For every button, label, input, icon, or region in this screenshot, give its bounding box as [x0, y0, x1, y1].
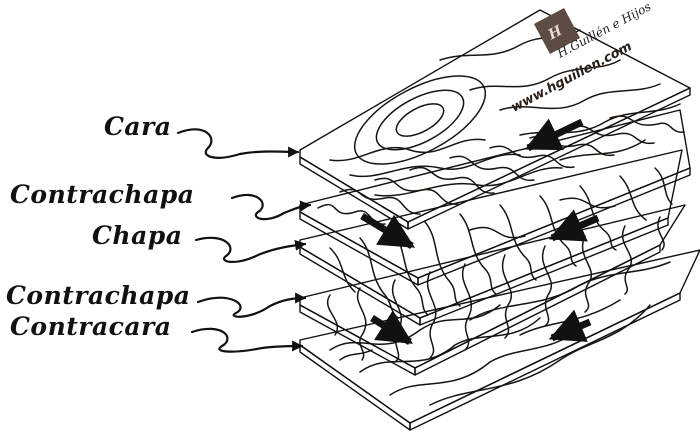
leader-contrachapa-bottom [198, 298, 305, 317]
label-contrachapa-bottom: Contrachapa [6, 281, 190, 310]
label-chapa: Chapa [92, 221, 182, 250]
leader-contracara [192, 329, 302, 352]
label-contracara: Contracara [10, 312, 171, 341]
leader-cara [178, 129, 298, 157]
leader-arrows [178, 129, 310, 351]
arrow-icon [372, 318, 410, 342]
leader-contrachapa-top [232, 195, 310, 219]
label-cara: Cara [104, 112, 171, 141]
arrow-icon [528, 122, 582, 148]
leader-chapa [196, 238, 305, 262]
label-contrachapa-top: Contrachapa [10, 180, 194, 209]
